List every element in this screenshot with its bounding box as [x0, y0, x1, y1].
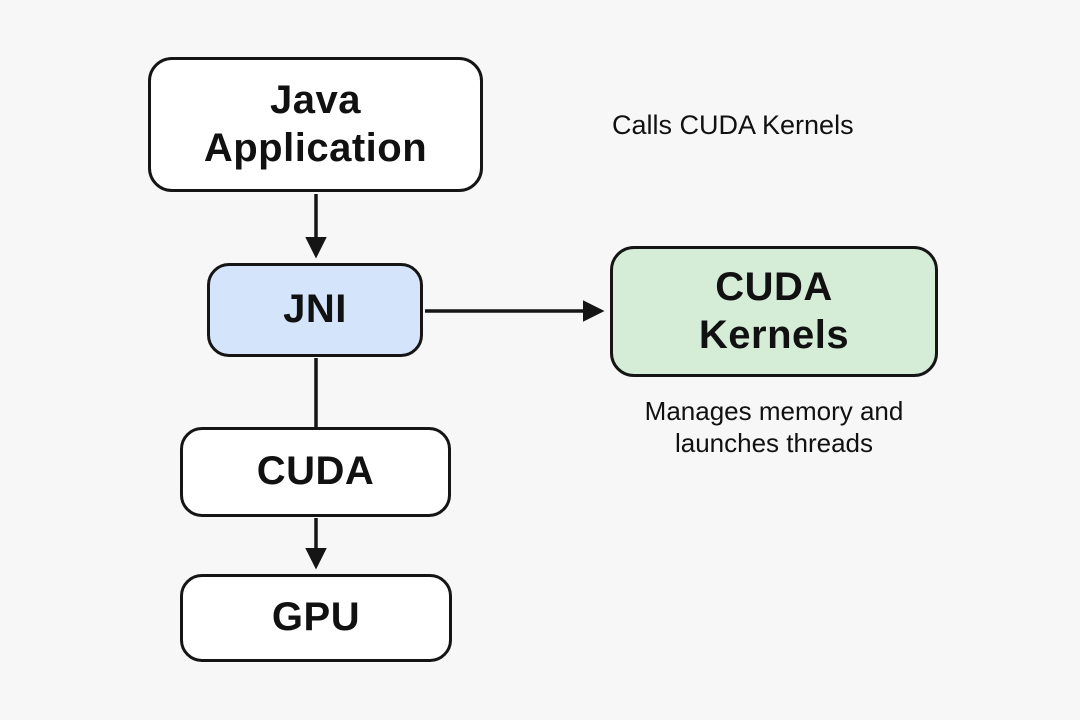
annotation-calls-cuda-kernels: Calls CUDA Kernels: [612, 110, 854, 140]
node-java-application: Java Application: [148, 57, 483, 192]
node-cuda-kernels: CUDA Kernels: [610, 246, 938, 377]
annotation-manages-memory: Manages memory and launches threads: [644, 396, 904, 458]
node-jni: JNI: [207, 263, 423, 357]
node-gpu: GPU: [180, 574, 452, 662]
node-cuda: CUDA: [180, 427, 451, 517]
